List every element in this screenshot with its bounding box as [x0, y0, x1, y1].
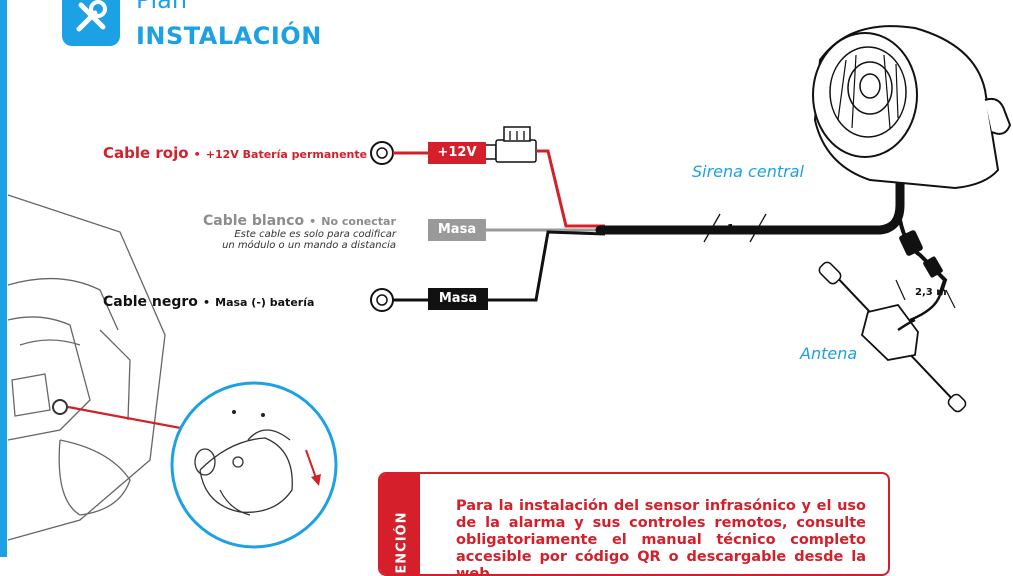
white-wire-note-line2: un módulo o un mando a distancia: [190, 240, 396, 251]
white-wire-label: Cable blanco • No conectar: [203, 210, 396, 229]
white-wire-desc: No conectar: [321, 215, 396, 228]
separator: •: [309, 215, 316, 228]
red-wire-label: Cable rojo • +12V Batería permanente: [103, 143, 367, 162]
red-wire-name: Cable rojo: [103, 144, 189, 162]
length-main-label: 1 m: [727, 222, 750, 235]
warning-title: ATENCIÓN: [395, 494, 410, 576]
black-wire-label: Cable negro • Masa (-) batería: [103, 291, 314, 310]
length-antenna-label: 2,3 m: [915, 287, 947, 298]
black-wire-desc: Masa (-) batería: [215, 296, 314, 309]
car-illustration: [8, 195, 165, 540]
siren-illustration: [813, 26, 1010, 188]
white-wire-note: Este cable es solo para codificar un mód…: [190, 229, 396, 251]
antenna-label: Antena: [800, 344, 857, 363]
red-wire-desc: +12V Batería permanente: [206, 148, 367, 161]
tag-masa-white: Masa: [428, 219, 486, 241]
tag-12v: +12V: [428, 142, 486, 164]
warning-text: Para la instalación del sensor infrasóni…: [456, 498, 866, 576]
black-wire-name: Cable negro: [103, 294, 198, 310]
separator: •: [203, 296, 210, 309]
tag-masa-black: Masa: [428, 288, 488, 310]
white-wire-note-line1: Este cable es solo para codificar: [190, 229, 396, 240]
siren-label: Sirena central: [692, 162, 804, 181]
warning-strip: ATENCIÓN: [380, 474, 420, 574]
separator: •: [194, 148, 201, 161]
warning-box: ATENCIÓN Para la instalación del sensor …: [378, 472, 890, 576]
white-wire-name: Cable blanco: [203, 213, 304, 229]
